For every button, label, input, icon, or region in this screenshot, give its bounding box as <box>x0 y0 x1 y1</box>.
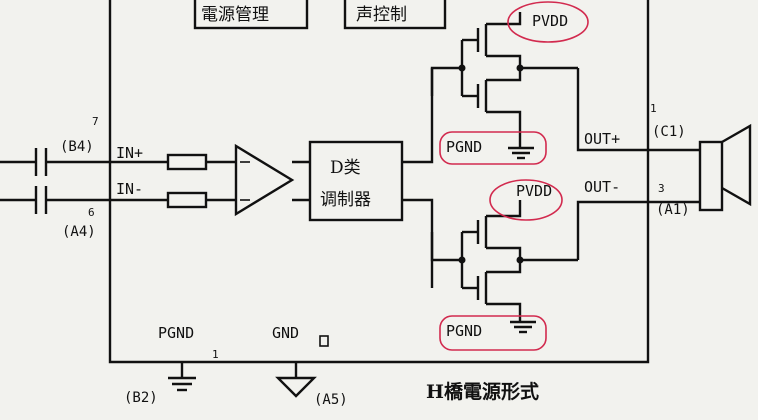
pgnd-bottom-ground-icon <box>510 320 536 334</box>
pvdd-bottom-label: PVDD <box>516 182 552 200</box>
pin-number-a1: 3 <box>658 182 665 195</box>
pvdd-bottom-annotation <box>489 179 563 221</box>
modulator-line1: D类 <box>330 158 361 178</box>
pin-b4-label: (B4) <box>60 139 94 155</box>
out-plus-label: OUT+ <box>584 130 620 148</box>
input-capacitor-a4 <box>0 186 110 214</box>
input-capacitor-b4 <box>0 148 110 176</box>
caption: H橋電源形式 <box>426 380 539 403</box>
pgnd-bottom-annotation <box>439 315 547 351</box>
pin-number-b4: 7 <box>92 115 99 128</box>
in-minus-label: IN- <box>116 180 143 198</box>
audio-control-block <box>343 0 447 30</box>
pvdd-top-annotation <box>507 1 589 43</box>
pin-a1-label: (A1) <box>656 202 690 218</box>
drive-wire-bottom <box>402 198 462 262</box>
amplifier-triangle <box>234 143 295 217</box>
pgnd-top-label: PGND <box>446 138 482 156</box>
pin-number-c1: 1 <box>650 102 657 115</box>
modulator-block <box>308 140 404 222</box>
input-resistor-plus <box>110 153 236 171</box>
pgnd-top-annotation <box>439 131 547 165</box>
pin-number-a4: 6 <box>88 206 95 219</box>
pvdd-top-label: PVDD <box>532 12 568 30</box>
pin-b2-label: (B2) <box>124 390 158 406</box>
audio-control-label: 声控制 <box>356 5 407 25</box>
pin-marker-gnd <box>319 335 329 347</box>
in-plus-label: IN+ <box>116 144 143 162</box>
bottom-pgnd-label: PGND <box>158 324 194 342</box>
lower-mosfet-pair <box>458 200 700 322</box>
pgnd-top-ground-icon <box>508 146 534 160</box>
upper-mosfet-pair <box>458 12 700 152</box>
pin-c1-label: (C1) <box>652 124 686 140</box>
pin-number-pgnd: 1 <box>212 348 219 361</box>
chip-outline <box>108 0 650 364</box>
input-resistor-minus <box>110 191 236 209</box>
speaker-icon <box>698 123 752 212</box>
drive-wire-top <box>402 66 462 164</box>
power-management-label: 電源管理 <box>201 5 269 25</box>
pgnd-bottom-label: PGND <box>446 322 482 340</box>
pin-a5-label: (A5) <box>314 392 348 408</box>
power-management-block <box>193 0 309 30</box>
bottom-gnd-label: GND <box>272 324 299 342</box>
bottom-gnd-ground-icon <box>275 362 317 398</box>
bottom-pgnd-ground-icon <box>168 362 196 392</box>
pin-a4-label: (A4) <box>62 224 96 240</box>
out-minus-label: OUT- <box>584 178 620 196</box>
modulator-line2: 调制器 <box>320 190 371 210</box>
